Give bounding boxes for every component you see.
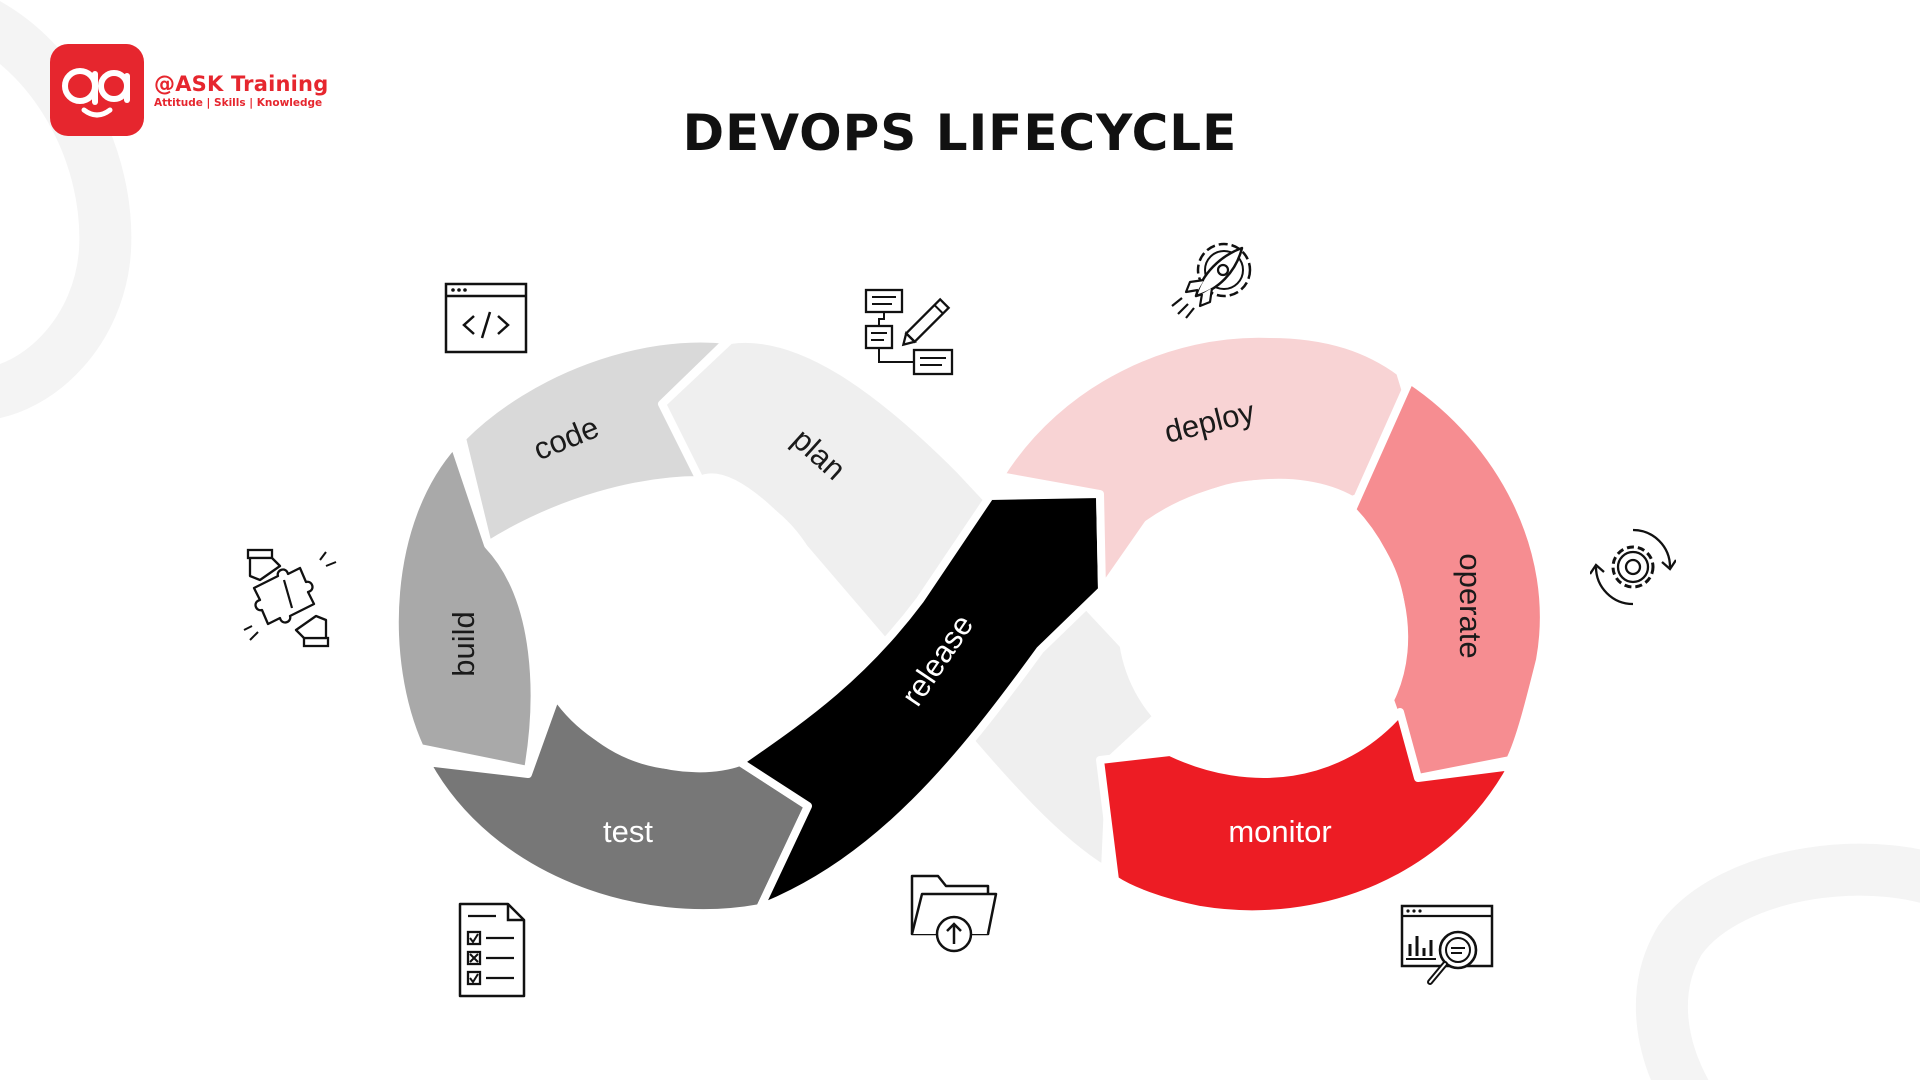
analytics-search-icon: [1400, 904, 1494, 985]
operate-label: operate: [1453, 553, 1488, 658]
brand-tagline: Attitude | Skills | Knowledge: [154, 97, 323, 109]
left-loop-hole: [538, 478, 830, 770]
build-segment[interactable]: [390, 440, 539, 774]
brand-name: @ASK Training: [154, 72, 329, 96]
page-title: DEVOPS LIFECYCLE: [682, 104, 1238, 162]
code-window-icon: [444, 282, 528, 354]
gear-cycle-icon: [1590, 528, 1676, 606]
monitor-label: monitor: [1228, 814, 1331, 849]
right-loop-hole: [1118, 480, 1406, 768]
planning-flowchart-icon: [864, 288, 954, 376]
brand-logo: @ASK Training Attitude | Skills | Knowle…: [50, 44, 328, 136]
puzzle-hands-icon: [243, 548, 337, 648]
checklist-document-icon: [458, 902, 526, 998]
folder-upload-icon: [910, 874, 998, 953]
release-segment[interactable]: [736, 490, 1106, 912]
brand-text: @ASK Training Attitude | Skills | Knowle…: [154, 72, 328, 110]
ask-logo-icon: [50, 44, 144, 136]
test-label: test: [603, 814, 653, 849]
build-label: build: [446, 611, 481, 677]
rocket-gear-icon: [1171, 242, 1252, 319]
monitor-segment[interactable]: [1096, 708, 1516, 919]
code-segment[interactable]: [458, 334, 732, 549]
